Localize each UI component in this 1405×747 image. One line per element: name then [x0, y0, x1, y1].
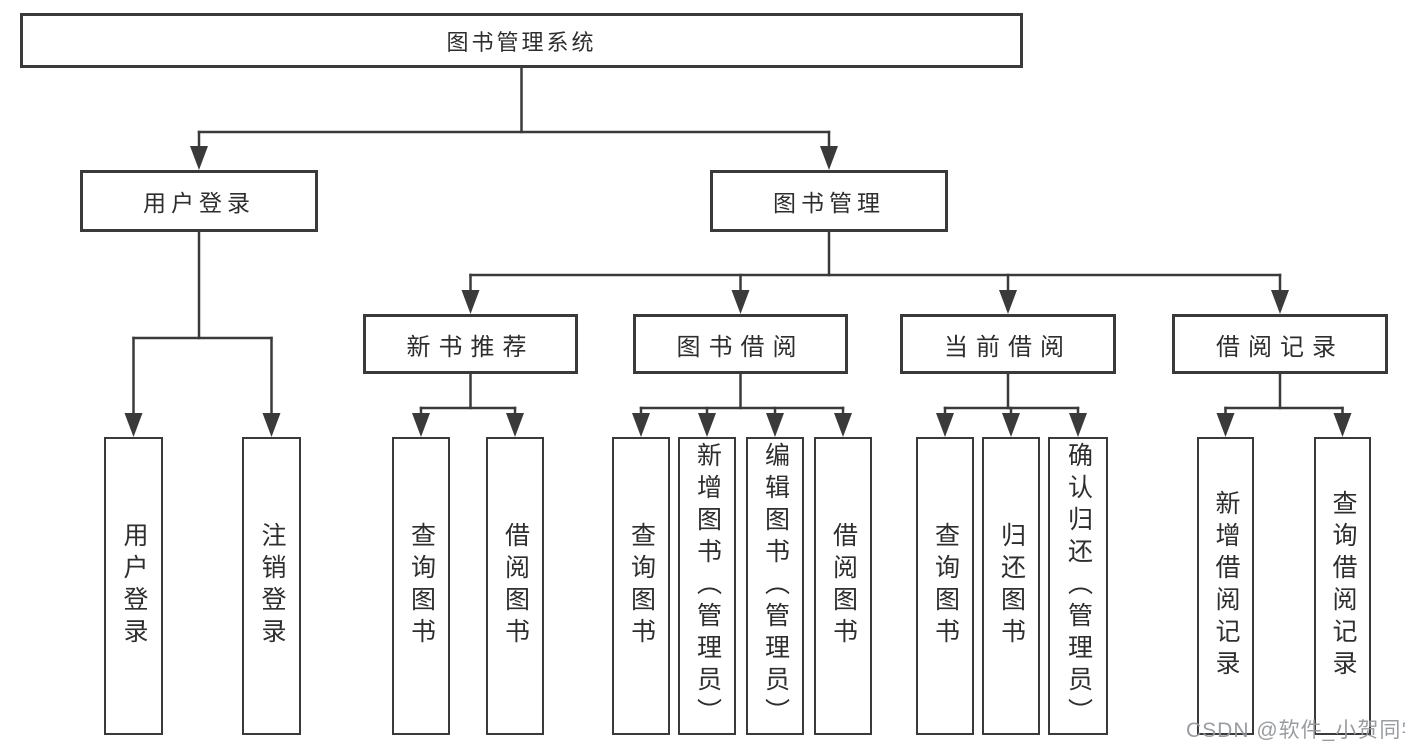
node-query-books-recommendation: 查询图书: [392, 437, 450, 735]
connector-current-borrowing-children: [936, 372, 1087, 437]
node-new-book-recommendation: 新书推荐: [363, 314, 578, 374]
connector-new-book-recommendation-children: [412, 372, 524, 437]
node-logout: 注销登录: [242, 437, 301, 735]
node-query-books-current: 查询图书: [916, 437, 974, 735]
node-add-books-admin: 新增图书（管理员）: [678, 437, 736, 735]
node-query-books-borrowing: 查询图书: [612, 437, 670, 735]
node-confirm-return-admin: 确认归还（管理员）: [1048, 437, 1108, 735]
node-borrowing-records: 借阅记录: [1172, 314, 1388, 374]
connector-root-to-branches: [190, 66, 838, 170]
node-borrow-books: 借阅图书: [814, 437, 872, 735]
node-return-books: 归还图书: [982, 437, 1040, 735]
connector-borrowing-records-children: [1216, 372, 1352, 437]
connector-book-management-children: [461, 230, 1289, 314]
node-query-borrowing-record: 查询借阅记录: [1314, 437, 1371, 735]
connector-book-borrowing-children: [632, 372, 852, 437]
node-borrow-books-recommendation: 借阅图书: [486, 437, 544, 735]
node-edit-books-admin: 编辑图书（管理员）: [746, 437, 804, 735]
node-user-login: 用户登录: [80, 170, 318, 232]
node-current-borrowing: 当前借阅: [900, 314, 1116, 374]
connector-user-login-children: [124, 230, 281, 437]
node-library-management-system: 图书管理系统: [20, 13, 1023, 68]
csdn-watermark: CSDN @软件_小贺同学: [1186, 719, 1405, 742]
node-book-borrowing: 图书借阅: [633, 314, 848, 374]
node-book-management: 图书管理: [710, 170, 948, 232]
node-add-borrowing-record: 新增借阅记录: [1197, 437, 1254, 735]
node-user-login-leaf: 用户登录: [104, 437, 163, 735]
